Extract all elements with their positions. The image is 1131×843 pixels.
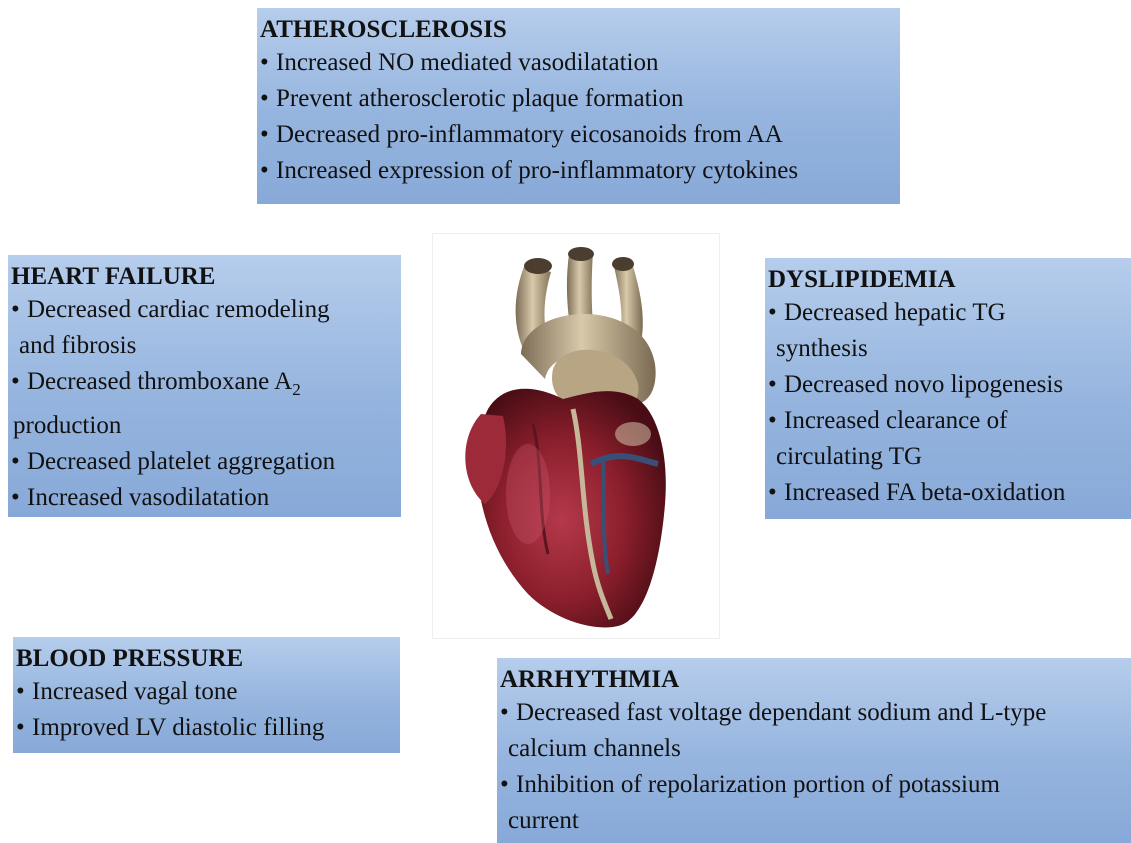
list-item-text: Decreased novo lipogenesis bbox=[784, 371, 1063, 398]
list-item: •Increased expression of pro-inflammator… bbox=[260, 153, 896, 189]
list-item-text: Increased expression of pro-inflammatory… bbox=[276, 157, 798, 184]
arrhythmia-list: •Decreased fast voltage dependant sodium… bbox=[500, 695, 1127, 839]
bullet-icon: • bbox=[500, 767, 516, 803]
list-item: •Increased vagal tone bbox=[16, 674, 396, 710]
list-item-text: Prevent atherosclerotic plaque formation bbox=[276, 85, 683, 112]
subscript: 2 bbox=[292, 380, 301, 399]
bullet-icon: • bbox=[11, 364, 27, 400]
bullet-icon: • bbox=[260, 153, 276, 189]
list-item-text: Increased vasodilatation bbox=[27, 484, 269, 511]
list-item: •Increased clearance of circulating TG bbox=[768, 403, 1127, 475]
atherosclerosis-box: ATHEROSCLEROSIS •Increased NO mediated v… bbox=[257, 8, 900, 204]
blood-pressure-box: BLOOD PRESSURE •Increased vagal tone •Im… bbox=[13, 637, 400, 753]
anatomical-heart-icon bbox=[433, 234, 719, 638]
list-item-continuation: current bbox=[500, 803, 1127, 839]
bullet-icon: • bbox=[11, 480, 27, 516]
bullet-icon: • bbox=[500, 695, 516, 731]
bullet-icon: • bbox=[768, 403, 784, 439]
list-item: •Increased vasodilatation bbox=[11, 480, 397, 516]
atherosclerosis-list: •Increased NO mediated vasodilatation •P… bbox=[260, 45, 896, 189]
list-item-continuation: synthesis bbox=[768, 331, 1127, 367]
list-item: •Decreased fast voltage dependant sodium… bbox=[500, 695, 1127, 767]
dyslipidemia-title: DYSLIPIDEMIA bbox=[768, 264, 1127, 295]
arrhythmia-box: ARRHYTHMIA •Decreased fast voltage depen… bbox=[497, 658, 1131, 843]
list-item-text: Inhibition of repolarization portion of … bbox=[516, 771, 1000, 798]
list-item: •Decreased novo lipogenesis bbox=[768, 367, 1127, 403]
list-item-text: Decreased pro-inflammatory eicosanoids f… bbox=[276, 121, 783, 148]
bullet-icon: • bbox=[768, 367, 784, 403]
bullet-icon: • bbox=[16, 674, 32, 710]
bullet-icon: • bbox=[260, 81, 276, 117]
bullet-icon: • bbox=[11, 292, 27, 328]
bullet-icon: • bbox=[260, 45, 276, 81]
list-item: •Inhibition of repolarization portion of… bbox=[500, 767, 1127, 839]
list-item-continuation: calcium channels bbox=[500, 731, 1127, 767]
heart-failure-box: HEART FAILURE •Decreased cardiac remodel… bbox=[8, 255, 401, 517]
list-item: •Decreased hepatic TG synthesis bbox=[768, 295, 1127, 367]
bullet-icon: • bbox=[768, 295, 784, 331]
list-item: •Prevent atherosclerotic plaque formatio… bbox=[260, 81, 896, 117]
list-item-text: Decreased thromboxane A bbox=[27, 368, 292, 395]
list-item-text: Increased NO mediated vasodilatation bbox=[276, 49, 659, 76]
list-item-text: Increased clearance of bbox=[784, 407, 1007, 434]
blood-pressure-list: •Increased vagal tone •Improved LV diast… bbox=[16, 674, 396, 746]
list-item-continuation: and fibrosis bbox=[11, 328, 397, 364]
list-item-text: Decreased platelet aggregation bbox=[27, 448, 335, 475]
arrhythmia-title: ARRHYTHMIA bbox=[500, 664, 1127, 695]
list-item-continuation: circulating TG bbox=[768, 439, 1127, 475]
list-item-text: Decreased cardiac remodeling bbox=[27, 296, 330, 323]
bullet-icon: • bbox=[768, 475, 784, 511]
list-item: •Decreased cardiac remodeling and fibrosi… bbox=[11, 292, 397, 364]
list-item: •Increased NO mediated vasodilatation bbox=[260, 45, 896, 81]
list-item-text: Improved LV diastolic filling bbox=[32, 714, 324, 741]
bullet-icon: • bbox=[16, 710, 32, 746]
heart-image bbox=[432, 233, 720, 639]
heart-failure-title: HEART FAILURE bbox=[11, 261, 397, 292]
list-item: •Decreased thromboxane A2 production bbox=[11, 364, 397, 444]
bullet-icon: • bbox=[260, 117, 276, 153]
list-item: •Increased FA beta-oxidation bbox=[768, 475, 1127, 511]
list-item-text: Decreased fast voltage dependant sodium … bbox=[516, 699, 1046, 726]
list-item: •Decreased pro-inflammatory eicosanoids … bbox=[260, 117, 896, 153]
list-item-continuation: production bbox=[11, 408, 397, 444]
bullet-icon: • bbox=[11, 444, 27, 480]
list-item-text: Decreased hepatic TG bbox=[784, 299, 1006, 326]
list-item-text: Increased vagal tone bbox=[32, 678, 237, 705]
list-item: •Decreased platelet aggregation bbox=[11, 444, 397, 480]
blood-pressure-title: BLOOD PRESSURE bbox=[16, 643, 396, 674]
atherosclerosis-title: ATHEROSCLEROSIS bbox=[260, 14, 896, 45]
list-item-text: Increased FA beta-oxidation bbox=[784, 479, 1065, 506]
list-item: •Improved LV diastolic filling bbox=[16, 710, 396, 746]
